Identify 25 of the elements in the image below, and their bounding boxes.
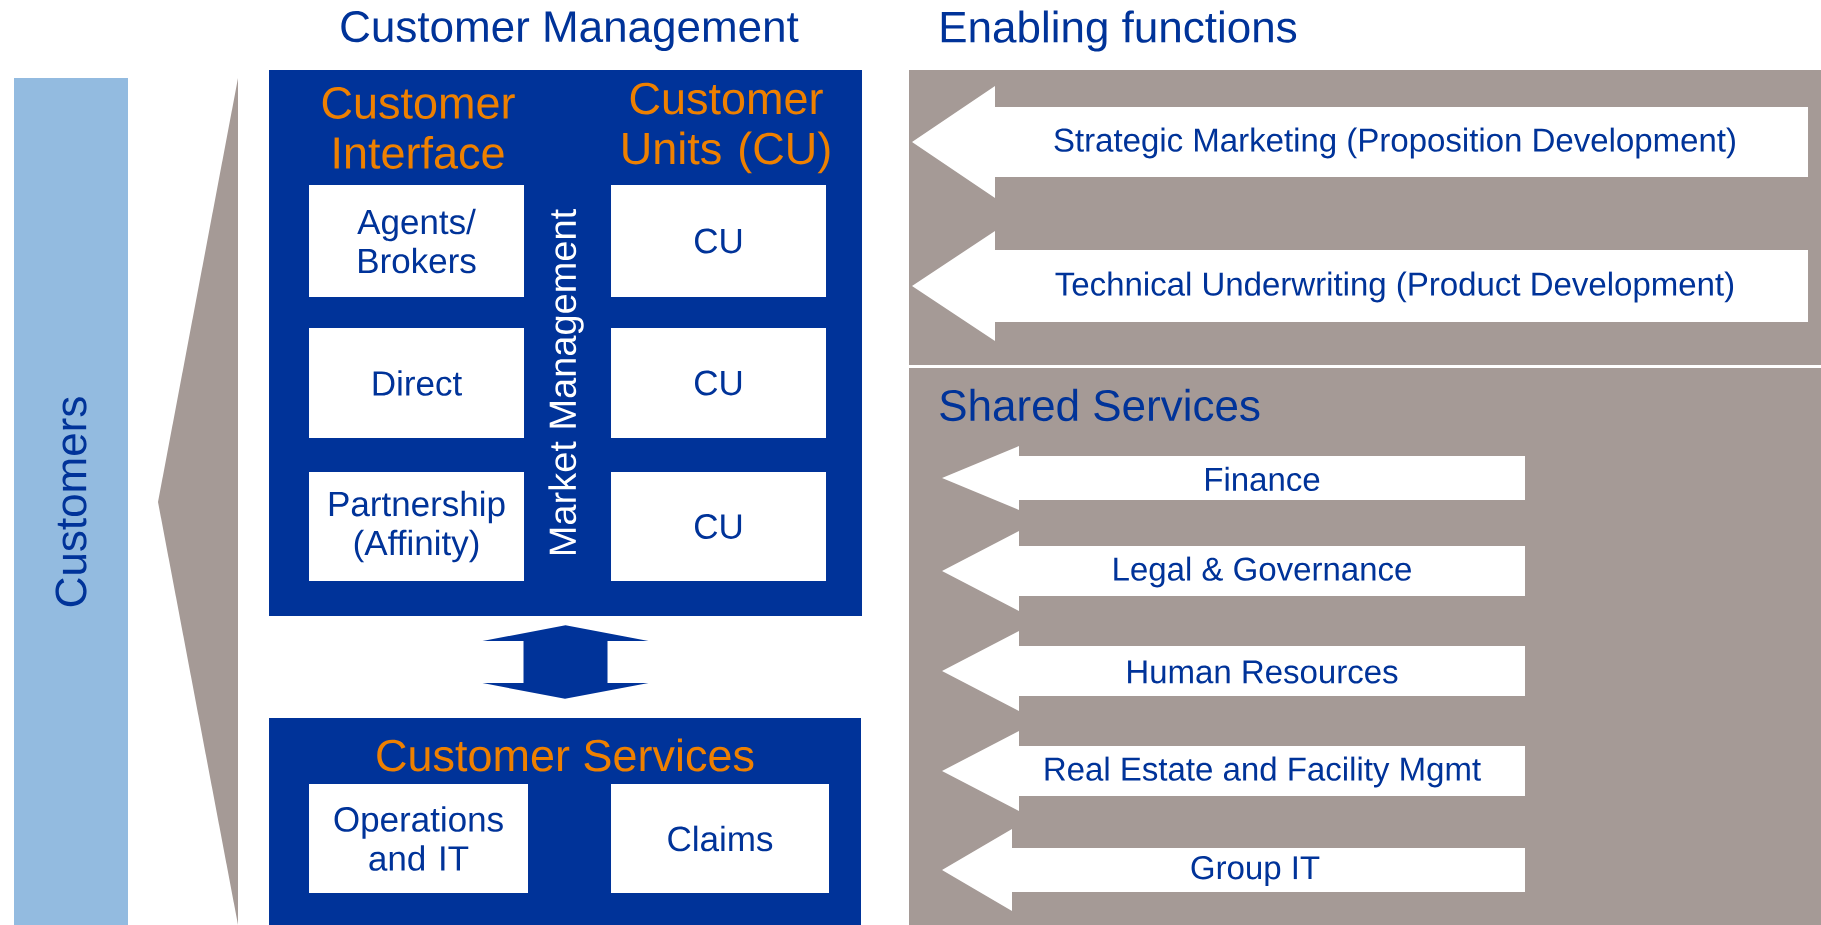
heading: Enabling functions	[941, 10, 1297, 52]
arrow-banner: Real Estate and Facility Mgmt	[942, 731, 1525, 811]
arrow-banner: Finance	[942, 446, 1525, 510]
box: Partnership (Affinity)	[309, 472, 524, 581]
arrow-banner: Group IT	[942, 829, 1525, 911]
double-arrow	[482, 625, 649, 699]
vertical-label: Customers	[55, 397, 87, 607]
box: CU	[611, 472, 826, 581]
arrow-banner: Strategic Marketing (Proposition Development)	[912, 86, 1808, 198]
box: Direct	[309, 328, 524, 438]
heading: Shared Services	[940, 388, 1260, 422]
arrow-banner: Human Resources	[942, 631, 1525, 711]
box: CU	[611, 328, 826, 438]
arrow-banner: Technical Underwriting (Product Development)	[912, 231, 1808, 341]
heading: Customer Management	[341, 11, 799, 51]
box: CU	[611, 185, 826, 297]
heading: Customer Services	[377, 738, 754, 772]
column-heading: Customer Units (CU)	[623, 82, 830, 174]
box: Claims	[611, 784, 829, 893]
box: Operations and IT	[309, 784, 528, 893]
vertical-label: Market Management	[548, 209, 584, 555]
arrow-banner: Legal & Governance	[942, 531, 1525, 611]
box: Agents/ Brokers	[309, 185, 524, 297]
funnel-shape	[158, 78, 238, 925]
column-heading: Customer Interface	[322, 87, 515, 169]
